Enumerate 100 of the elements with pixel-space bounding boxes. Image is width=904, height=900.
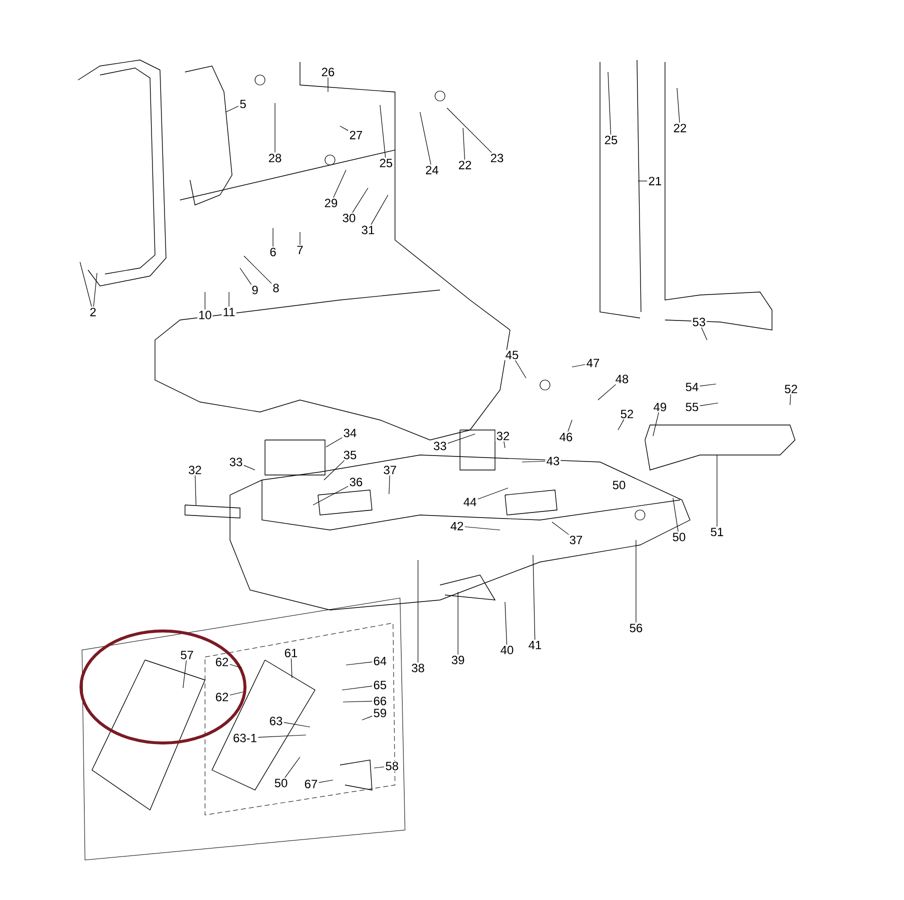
leader-line — [370, 194, 388, 225]
leader-line — [608, 72, 612, 135]
callout-number: 51 — [709, 526, 725, 538]
callout-number: 42 — [449, 520, 465, 532]
callout-number: 35 — [342, 450, 358, 460]
leader-line — [80, 262, 92, 307]
callout-number: 34 — [342, 428, 358, 438]
leader-line — [272, 228, 274, 247]
callout-number: 48 — [614, 374, 630, 384]
leader-line — [352, 188, 368, 213]
leader-line — [598, 384, 616, 400]
leader-line — [204, 292, 206, 310]
callout-number: 41 — [527, 640, 543, 650]
leader-line — [244, 465, 256, 470]
callout-number: 33 — [432, 440, 448, 452]
leader-line — [462, 128, 466, 160]
leader-line — [701, 327, 708, 340]
callout-number: 65 — [372, 680, 388, 690]
leader-line — [374, 766, 384, 768]
callout-number: 62 — [214, 656, 230, 668]
leader-line — [230, 692, 244, 696]
leader-line — [258, 734, 306, 738]
callout-number: 50 — [611, 480, 627, 490]
callout-number: 30 — [341, 212, 357, 224]
callout-number: 57 — [179, 650, 195, 660]
callout-number: 49 — [652, 402, 668, 412]
leader-line — [194, 475, 196, 506]
leader-line — [333, 170, 346, 198]
callout-number: 28 — [267, 152, 283, 164]
callout-number: 44 — [462, 496, 478, 508]
callout-number: 31 — [360, 224, 376, 236]
leader-line — [362, 716, 372, 720]
leader-line — [182, 660, 187, 688]
callout-number: 53 — [691, 316, 707, 328]
leader-line — [504, 602, 508, 645]
leader-line — [716, 454, 718, 527]
leader-line — [380, 104, 386, 158]
leader-line — [420, 112, 432, 165]
callout-number: 10 — [197, 310, 213, 320]
callout-number: 24 — [424, 164, 440, 176]
callout-number: 8 — [272, 282, 280, 294]
callout-number: 7 — [296, 244, 304, 256]
callout-number: 52 — [783, 384, 799, 394]
leader-line — [618, 419, 624, 430]
leader-line — [290, 658, 292, 678]
leader-line — [572, 364, 586, 368]
callout-number: 67 — [303, 778, 319, 790]
callout-number: 46 — [558, 432, 574, 442]
callout-number: 25 — [378, 158, 394, 168]
callout-number: 62 — [214, 692, 230, 702]
callout-number: 11 — [222, 306, 236, 318]
callout-number: 2 — [88, 306, 98, 318]
callout-number: 61 — [283, 648, 299, 658]
leader-line — [638, 180, 648, 182]
leader-line — [552, 522, 570, 535]
callout-number: 47 — [585, 358, 601, 368]
callout-number: 5 — [238, 98, 248, 110]
leader-line — [274, 102, 276, 153]
leader-line — [244, 256, 272, 284]
callout-number: 56 — [628, 622, 644, 634]
callout-number: 9 — [250, 284, 260, 296]
callout-number: 32 — [495, 430, 511, 442]
leader-line — [464, 526, 500, 530]
callout-number: 63 — [268, 716, 284, 726]
leader-line — [312, 486, 348, 506]
leader-line — [284, 722, 310, 728]
callout-number: 50 — [671, 532, 687, 542]
leader-line — [228, 292, 230, 307]
leader-line — [326, 437, 342, 448]
leader-line — [522, 460, 546, 462]
callout-number: 39 — [450, 654, 466, 666]
leader-line — [388, 475, 390, 494]
leader-line — [568, 420, 572, 432]
callout-number: 6 — [268, 246, 278, 258]
callout-number: 22 — [672, 122, 688, 134]
callout-number: 26 — [320, 66, 336, 78]
callout-number: 50 — [273, 778, 289, 788]
callout-number: 43 — [545, 456, 561, 466]
leader-line — [446, 108, 492, 153]
leader-line — [448, 434, 476, 444]
leader-line — [346, 662, 372, 666]
leader-line — [318, 780, 334, 783]
callout-number: 37 — [382, 464, 398, 476]
leader-line — [230, 664, 242, 668]
callout-number: 25 — [603, 134, 619, 146]
callout-number: 55 — [684, 402, 700, 412]
callout-number: 40 — [499, 644, 515, 656]
leader-line — [504, 441, 506, 448]
leader-line — [676, 88, 680, 123]
callout-number: 36 — [348, 476, 364, 488]
callout-number: 23 — [489, 152, 505, 164]
leader-line — [478, 488, 508, 500]
leader-line — [240, 268, 252, 285]
callout-number: 38 — [410, 662, 426, 674]
leader-line — [672, 498, 678, 532]
callout-number: 29 — [323, 198, 339, 208]
callout-number: 21 — [647, 176, 663, 186]
leader-line — [514, 360, 526, 378]
callout-number: 22 — [457, 160, 473, 170]
leader-line — [532, 554, 536, 640]
